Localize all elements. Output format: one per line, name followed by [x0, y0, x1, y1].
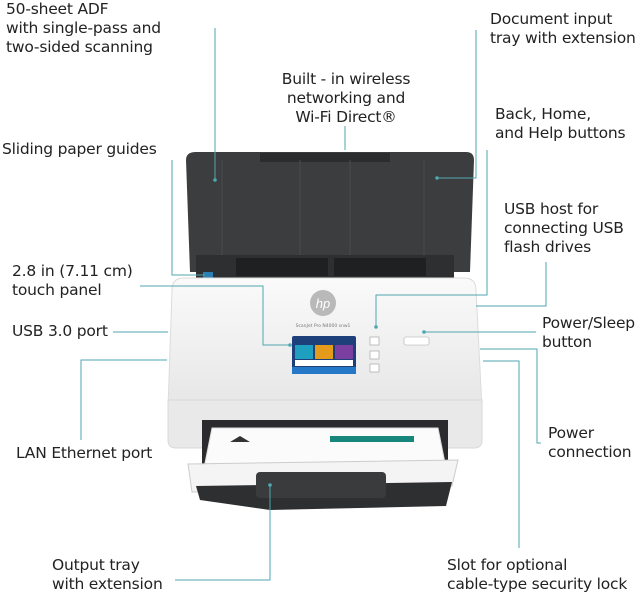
callout-wireless: Built - in wireless networking and Wi-Fi…	[262, 70, 430, 127]
back-icon	[369, 336, 380, 346]
label-line: touch panel	[12, 281, 102, 299]
label-line: with extension	[52, 575, 163, 593]
label-line: Power/Sleep	[542, 314, 635, 332]
label-line: USB 3.0 port	[12, 322, 108, 340]
callout-usb-host: USB host for connecting USB flash drives	[504, 200, 624, 257]
callout-security-slot: Slot for optional cable-type security lo…	[447, 556, 627, 594]
callout-usb-port: USB 3.0 port	[12, 322, 108, 341]
label-line: Output tray	[52, 556, 140, 574]
callout-lan: LAN Ethernet port	[16, 444, 152, 463]
label-line: flash drives	[504, 238, 591, 256]
label-line: and Help buttons	[495, 124, 626, 142]
output-tray	[187, 420, 459, 510]
document-input-tray	[186, 152, 474, 285]
hp-logo-text: hp	[316, 296, 330, 311]
label-line: USB host for	[504, 200, 599, 218]
callout-power-sleep: Power/Sleep button	[542, 314, 635, 352]
label-line: connection	[548, 443, 632, 461]
callout-buttons: Back, Home, and Help buttons	[495, 105, 626, 143]
label-line: 2.8 in (7.11 cm)	[12, 262, 133, 280]
label-line: connecting USB	[504, 219, 624, 237]
label-line: with single-pass and	[6, 19, 161, 37]
label-line: Back, Home,	[495, 105, 591, 123]
model-name: ScanJet Pro N4000 snw1	[296, 323, 351, 329]
label-line: Slot for optional	[447, 556, 568, 574]
label-line: two-sided scanning	[6, 38, 153, 56]
label-line: Document input	[490, 10, 613, 28]
label-line: cable-type security lock	[447, 575, 628, 593]
help-icon	[369, 363, 380, 373]
power-sleep-button	[403, 336, 430, 346]
label-line: Built - in wireless	[281, 70, 411, 88]
callout-paper-guides: Sliding paper guides	[2, 140, 157, 159]
callout-adf: 50-sheet ADF with single-pass and two-si…	[6, 0, 161, 57]
callout-output-tray: Output tray with extension	[52, 556, 163, 594]
label-line: tray with extension	[490, 29, 636, 47]
callout-touch-panel: 2.8 in (7.11 cm) touch panel	[12, 262, 133, 300]
label-line: Power	[548, 424, 594, 442]
label-line: Sliding paper guides	[2, 140, 157, 158]
label-line: button	[542, 333, 592, 351]
leader-lines	[80, 28, 547, 581]
hp-logo	[310, 290, 336, 316]
label-line: Wi-Fi Direct®	[295, 108, 397, 126]
paper-guide	[203, 272, 213, 282]
label-line: 50-sheet ADF	[6, 0, 109, 18]
label-line: LAN Ethernet port	[16, 444, 153, 462]
home-icon	[369, 350, 380, 360]
label-line: networking and	[286, 89, 406, 107]
callout-power-connection: Power connection	[548, 424, 632, 462]
callout-input-tray: Document input tray with extension	[490, 10, 636, 48]
